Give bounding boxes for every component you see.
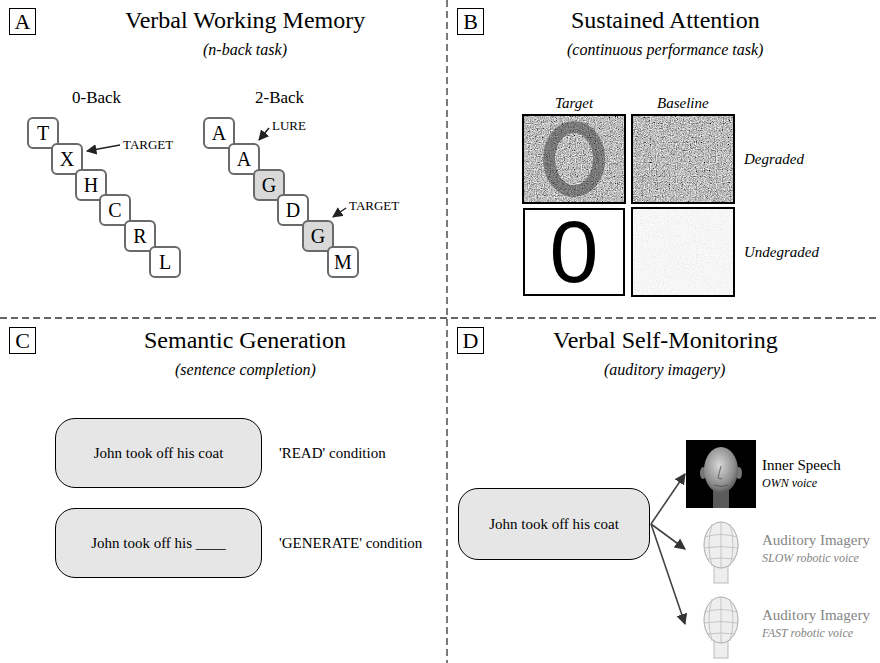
tile-letter: T: [37, 122, 49, 145]
face-node: Auditory ImageryFAST robotic voice: [686, 590, 756, 658]
connector-arrow: [651, 524, 685, 624]
sentence-text: John took off his coat: [489, 516, 619, 533]
panel-title: Verbal Working Memory: [125, 6, 365, 35]
panel-divider: [446, 0, 447, 663]
sentence-text: John took off his ____: [91, 535, 226, 552]
panel-letter: C: [15, 328, 30, 354]
tile-letter: X: [60, 148, 74, 171]
face-caption: Auditory ImageryFAST robotic voice: [762, 606, 870, 641]
panel-divider: [0, 317, 880, 318]
panel-title: Sustained Attention: [571, 6, 760, 35]
sentence-text: John took off his coat: [94, 445, 224, 462]
panel-letter-box: C: [9, 327, 36, 354]
sentence-box: John took off his coat: [458, 488, 650, 560]
panel-subtitle: Baseline: [657, 94, 709, 112]
panel-subtitle: (n-back task): [203, 40, 287, 59]
panel-subtitle: (continuous performance task): [567, 40, 763, 59]
panel-subtitle: Undegraded: [744, 243, 819, 261]
stimulus-digit: 0: [550, 208, 599, 296]
face-node: Inner SpeechOWN voice: [686, 440, 756, 508]
panel-letter-box: B: [457, 8, 484, 35]
degraded-baseline-image: [632, 115, 734, 203]
tile-letter: R: [133, 225, 146, 248]
tile-letter: D: [286, 199, 300, 222]
panel-letter: D: [463, 328, 479, 354]
leader-arrow: [333, 208, 346, 217]
voice-subtitle: FAST robotic voice: [762, 626, 870, 642]
panel-subtitle: (sentence completion): [175, 360, 316, 379]
wireframe-face-image: [686, 515, 756, 583]
face-caption: Auditory ImagerySLOW robotic voice: [762, 531, 870, 566]
annotation-label: 0-Back: [72, 88, 121, 108]
connector-arrow: [651, 524, 685, 549]
tile-letter: C: [108, 199, 121, 222]
condition-label: 'GENERATE' condition: [279, 535, 422, 552]
face-caption: Inner SpeechOWN voice: [762, 456, 841, 491]
annotation-label: LURE: [272, 118, 306, 134]
face-node: Auditory ImagerySLOW robotic voice: [686, 515, 756, 583]
panel-letter-box: A: [9, 8, 36, 35]
tile-letter: G: [311, 225, 325, 248]
panel-subtitle: Degraded: [744, 150, 804, 168]
tile-letter: A: [212, 122, 226, 145]
tile-letter: M: [334, 251, 352, 274]
panel-letter-box: D: [457, 327, 484, 354]
tile-letter: L: [159, 251, 171, 274]
voice-title: Auditory Imagery: [762, 606, 870, 626]
voice-subtitle: SLOW robotic voice: [762, 551, 870, 567]
panel-title: Semantic Generation: [144, 326, 346, 355]
panel-subtitle: (auditory imagery): [604, 360, 725, 379]
tile-letter: A: [237, 148, 251, 171]
letter-tile: L: [149, 246, 181, 278]
panel-letter: A: [15, 9, 31, 35]
face-image: [686, 440, 756, 508]
panel-letter: B: [463, 9, 478, 35]
wireframe-face-image: [686, 590, 756, 658]
panel-title: Verbal Self-Monitoring: [553, 326, 778, 355]
voice-subtitle: OWN voice: [762, 476, 841, 492]
annotation-label: TARGET: [123, 137, 173, 153]
leader-arrow: [87, 145, 120, 151]
annotation-label: 2-Back: [255, 88, 304, 108]
annotation-label: TARGET: [349, 198, 399, 214]
undegraded-baseline-image: [632, 208, 734, 296]
stimulus-box: 0: [523, 208, 625, 296]
letter-tile: M: [327, 246, 359, 278]
voice-title: Inner Speech: [762, 456, 841, 476]
voice-title: Auditory Imagery: [762, 531, 870, 551]
leader-arrow: [259, 128, 269, 140]
degraded-target-image: [523, 115, 625, 203]
condition-label: 'READ' condition: [279, 445, 386, 462]
sentence-box: John took off his ____'GENERATE' conditi…: [55, 508, 262, 578]
tile-letter: H: [84, 174, 98, 197]
panel-subtitle: Target: [555, 94, 593, 112]
sentence-box: John took off his coat'READ' condition: [55, 418, 262, 488]
connector-arrow: [651, 474, 685, 524]
tile-letter: G: [262, 174, 276, 197]
